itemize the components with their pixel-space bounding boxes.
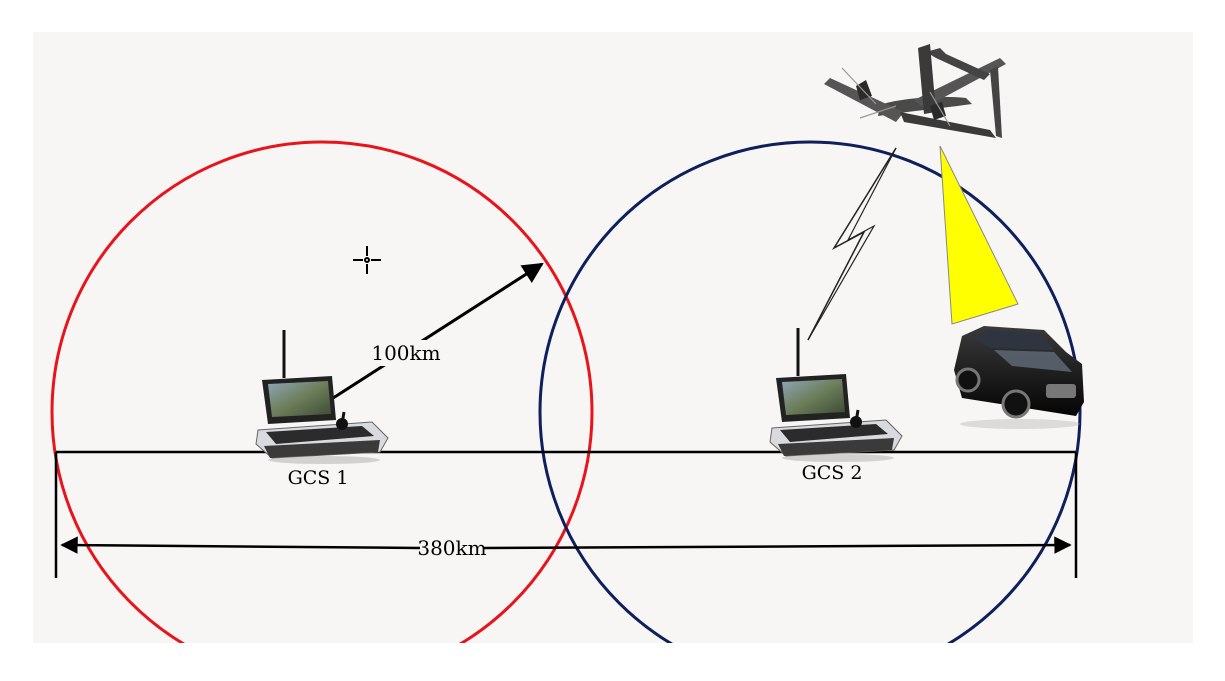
- gcs1-range-circle: [50, 140, 594, 643]
- camera-beam: [939, 145, 1019, 325]
- distance-label: 380km: [417, 536, 486, 560]
- distance-arrow-right: [483, 536, 1072, 554]
- radius-label-bg: [370, 340, 438, 366]
- uav-drone-icon: [824, 44, 1006, 138]
- radio-link-bolt-inner: [807, 147, 897, 341]
- radius-arrow: [329, 262, 544, 402]
- gcs2-range-circle: [538, 140, 1082, 643]
- suv-car-icon: [954, 326, 1084, 429]
- distance-arrow-left: [60, 536, 421, 554]
- crosshair-cursor-icon: [353, 246, 381, 274]
- gcs1-label: GCS 1: [288, 467, 349, 489]
- radius-label: 100km: [371, 341, 440, 365]
- gcs2-label: GCS 2: [802, 462, 863, 484]
